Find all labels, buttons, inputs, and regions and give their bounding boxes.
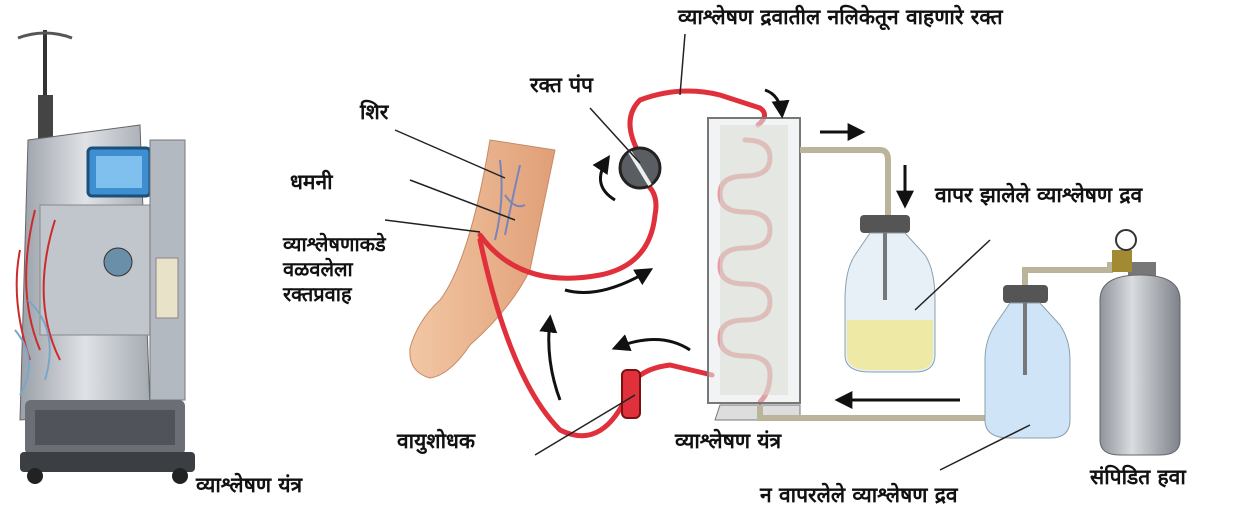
label-dialyzer-center: व्याश्लेषण यंत्र [675, 428, 781, 454]
blood-pump [620, 148, 660, 188]
label-used-fluid: वापर झालेले व्याश्लेषण द्रव [935, 182, 1142, 208]
air-filter [622, 370, 640, 418]
label-diverted-line2: वळवलेला [283, 257, 463, 282]
label-tube-blood: व्याश्लेषण द्रवातील नलिकेतून वाहणारे रक्… [678, 4, 1003, 30]
label-artery: धमनी [290, 169, 333, 195]
label-unused-fluid: न वापरलेले व्याश्लेषण द्रव [760, 482, 958, 508]
label-dialysis-machine: व्याश्लेषण यंत्र [196, 472, 302, 498]
compressed-air-cylinder [1100, 230, 1180, 455]
unused-fluid-bottle [985, 285, 1070, 438]
label-vein: शिर [360, 99, 388, 125]
label-compressed-air: संपिडित हवा [1090, 464, 1186, 490]
dialyzer-column [708, 118, 800, 420]
label-diverted-line1: व्याश्लेषणाकडे [283, 232, 463, 257]
dialysis-machine-illustration [15, 30, 195, 484]
label-air-filter: वायुशोधक [397, 428, 475, 454]
used-fluid-bottle [845, 215, 935, 372]
label-diverted-bloodflow: व्याश्लेषणाकडे वळवलेला रक्तप्रवाह [283, 232, 463, 307]
label-blood-pump: रक्त पंप [530, 72, 593, 98]
label-diverted-line3: रक्तप्रवाह [283, 282, 463, 307]
